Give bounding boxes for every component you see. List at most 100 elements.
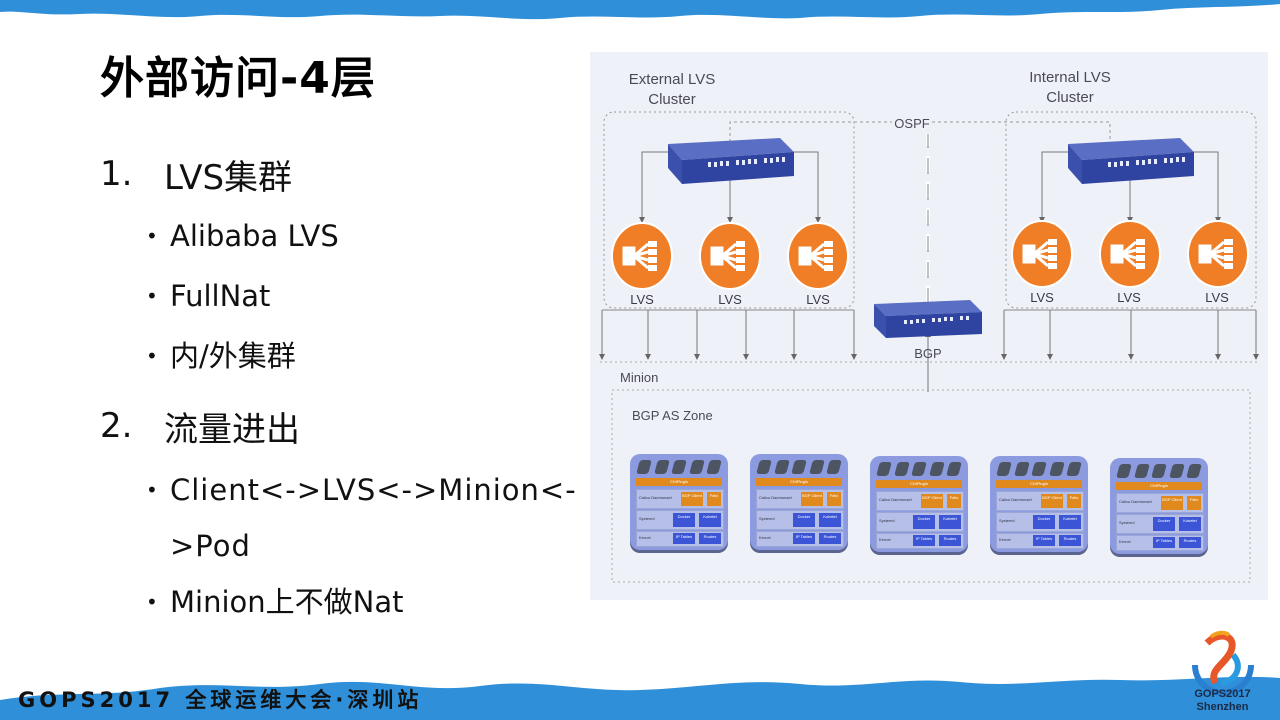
row-label: Systemd [1119,520,1135,525]
row-label: Kernel [759,535,771,540]
container-icon [1151,464,1167,478]
cni-plugin-bar: CNIPlugin [996,480,1082,488]
iptables-box: IP Tables [913,535,935,546]
ospf-label: OSPF [892,114,932,134]
lvs-label: LVS [1117,290,1141,305]
container-icon [996,462,1012,476]
label-line: Cluster [648,91,696,108]
cni-plugin-bar: CNIPlugin [756,478,842,486]
row-label: Calico Daemonset [639,495,672,500]
bullet-dot-icon: • [146,224,158,248]
container-icons [996,462,1082,478]
container-icon [1066,462,1082,476]
bullet-item: •Minion上不做Nat [146,574,600,634]
bullet-item: • FullNat [146,268,600,328]
bgp-switch-icon [874,300,982,338]
logo-line1: GOPS2017 [1194,688,1251,700]
container-icon [671,460,687,474]
felix-box: Felix [1187,496,1201,510]
cni-plugin-bar: CNIPlugin [1116,482,1202,490]
container-icon [1168,464,1185,478]
bullet-item: • Alibaba LVS [146,208,600,268]
lvs-load-balancer-icon [699,222,761,290]
lvs-label: LVS [630,292,654,307]
lvs-load-balancer-icon [1099,220,1161,288]
row-label: Calico Daemonset [1119,499,1152,504]
iptables-box: IP Tables [1033,535,1055,546]
kernel-row: Kernel IP Tables Routes [996,533,1084,549]
bullet-text: 内/外集群 [170,339,296,373]
cni-plugin-bar: CNIPlugin [876,480,962,488]
container-icons [876,462,962,478]
container-icon [1031,462,1047,476]
section-heading: 流量进出 [164,409,300,450]
logo-line2: Shenzhen [1196,701,1249,713]
lvs-label: LVS [806,292,830,307]
bgp-client-box: BGP Client [801,492,823,506]
container-icons [636,460,722,476]
kernel-row: Kernel IP Tables Routes [1116,535,1204,551]
lvs-load-balancer-icon [1187,220,1249,288]
internal-switch-icon [1068,138,1194,184]
container-icon [808,460,825,474]
bgp-client-box: BGP Client [1161,496,1183,510]
row-label: Systemd [759,516,775,521]
bullet-text: Alibaba LVS [170,219,339,253]
row-label: Calico Daemonset [999,497,1032,502]
routes-box: Routes [939,535,961,546]
gops-logo-icon [1192,630,1254,696]
row-label: Kernel [1119,539,1131,544]
section-number: 1. [100,154,133,194]
lvs-load-balancer-icon [1011,220,1073,288]
network-diagram: External LVS Cluster Internal LVS Cluste… [590,52,1268,600]
iptables-box: IP Tables [673,533,695,544]
external-switch-icon [668,138,794,184]
bullet-dot-icon: • [146,590,158,614]
felix-box: Felix [1067,494,1081,508]
external-cluster-box [603,111,855,309]
kubelet-box: Kubelet [819,513,841,527]
label-line: Internal LVS [1029,69,1111,86]
label-line: External LVS [628,71,716,88]
row-label: Kernel [639,535,651,540]
row-label: Systemd [879,518,895,523]
bullet-text: FullNat [170,279,271,313]
container-icon [636,460,652,474]
routes-box: Routes [1179,537,1201,548]
container-icon [1186,464,1202,478]
calico-row: Calico Daemonset BGP Client Felix [876,491,964,511]
bgp-label: BGP [914,346,942,361]
row-label: Kernel [999,537,1011,542]
bgp-client-box: BGP Client [921,494,943,508]
lvs-label: LVS [718,292,742,307]
container-icon [706,460,722,474]
lvs-load-balancer-icon [787,222,849,290]
container-icon [928,462,945,476]
bullet-dot-icon: • [146,344,158,368]
container-icon [876,462,892,476]
slide-title: 外部访问-4层 [100,53,376,104]
container-icon [1013,462,1030,476]
docker-box: Docker [673,513,695,527]
felix-box: Felix [947,494,961,508]
row-label: Calico Daemonset [759,495,792,500]
kubelet-box: Kubelet [1059,515,1081,529]
row-label: Calico Daemonset [879,497,912,502]
bullet-dot-icon: • [146,284,158,308]
routes-box: Routes [1059,535,1081,546]
section-2-heading: 2. 流量进出 [100,392,600,460]
row-label: Systemd [999,518,1015,523]
iptables-box: IP Tables [1153,537,1175,548]
bgp-zone-label: BGP AS Zone [632,408,713,423]
container-icon [1048,462,1065,476]
